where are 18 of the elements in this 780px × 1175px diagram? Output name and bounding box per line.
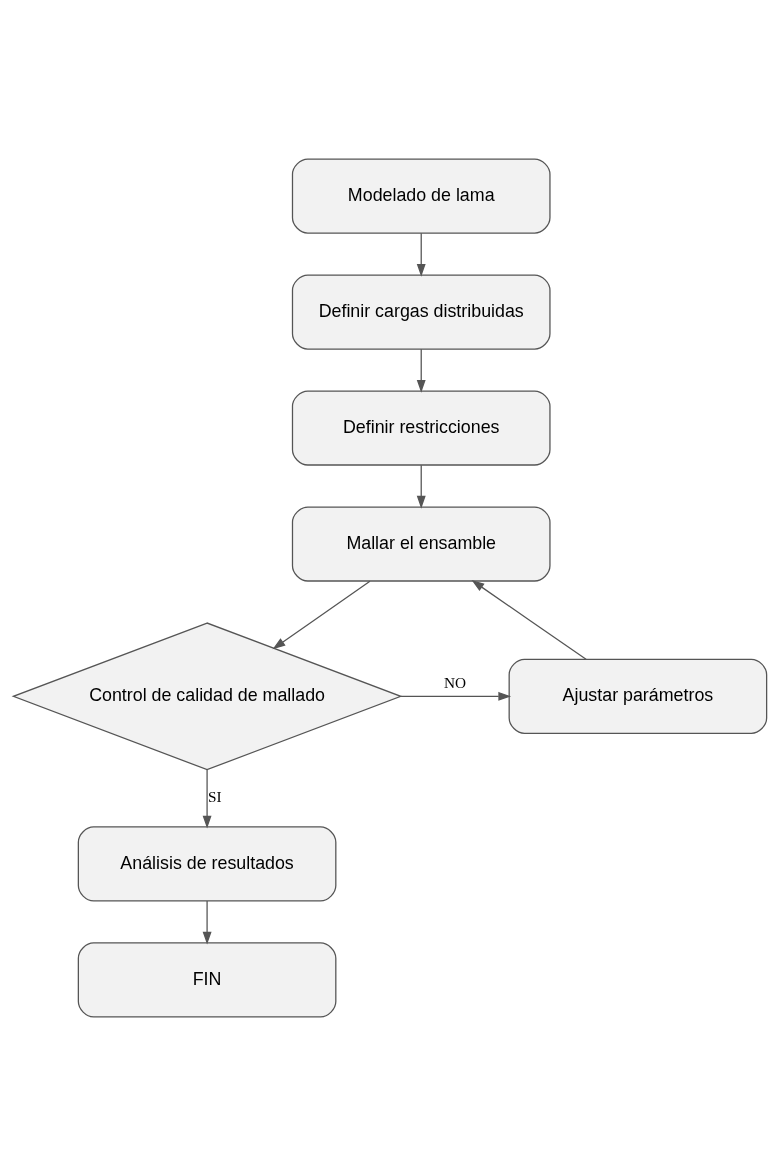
node-box: Modelado de lama — [291, 157, 551, 234]
node-diamond: Control de calidad de mallado — [11, 621, 403, 770]
node-box: Mallar el ensamble — [291, 505, 551, 582]
arrow — [471, 579, 587, 660]
edge-label: SI — [207, 787, 222, 805]
arrow — [202, 768, 212, 828]
edge-label: NO — [443, 673, 467, 691]
arrow — [416, 348, 426, 393]
node-box: Definir cargas distribuidas — [291, 273, 551, 350]
arrow — [272, 580, 371, 649]
node-box: Definir restricciones — [291, 389, 551, 466]
arrow — [416, 464, 426, 509]
arrow — [416, 232, 426, 277]
node-box: Análisis de resultados — [77, 825, 337, 902]
arrow — [400, 691, 512, 701]
arrow — [202, 900, 212, 945]
node-box: Ajustar parámetros — [508, 658, 768, 734]
node-box: FIN — [77, 941, 337, 1018]
